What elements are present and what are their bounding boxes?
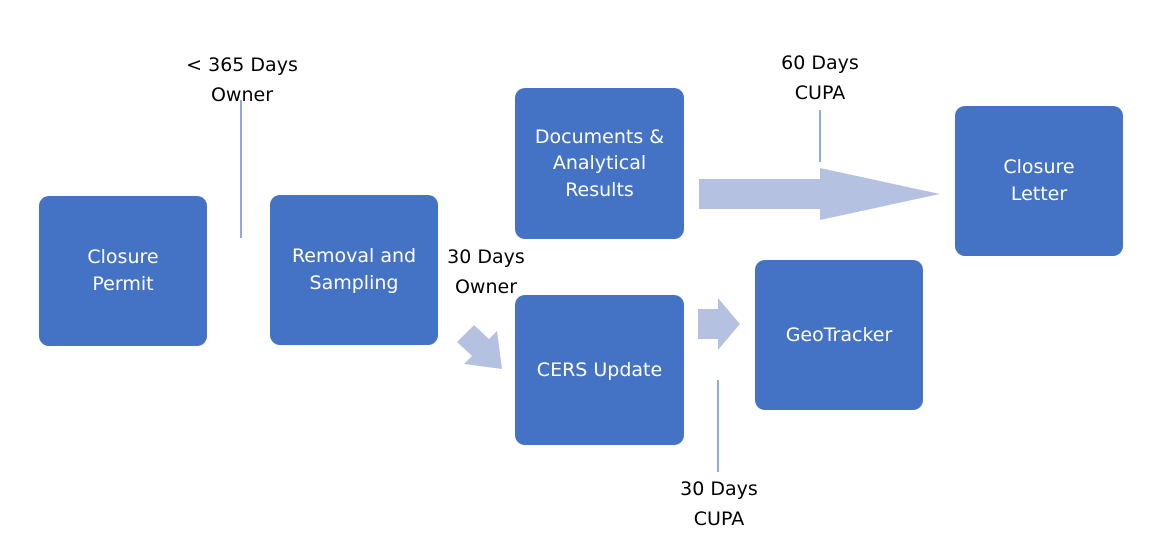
label-365-days-owner: < 365 Days Owner bbox=[172, 50, 312, 110]
label-60-days-cupa: 60 Days CUPA bbox=[760, 48, 880, 108]
label-30-days-cupa-line2: CUPA bbox=[693, 508, 745, 530]
removal-sampling-line2: Sampling bbox=[309, 272, 399, 294]
closure-permit-box: Closure Permit bbox=[39, 196, 207, 346]
arrow-cers-to-geotracker bbox=[698, 298, 740, 350]
documents-results-box: Documents & Analytical Results bbox=[515, 88, 684, 239]
geotracker-line1: GeoTracker bbox=[785, 323, 893, 346]
closure-permit-line2: Permit bbox=[92, 273, 154, 295]
geotracker-box: GeoTracker bbox=[755, 260, 923, 410]
cers-update-line1: CERS Update bbox=[536, 358, 663, 381]
removal-sampling-box: Removal and Sampling bbox=[270, 195, 438, 345]
label-30-days-cupa-line1: 30 Days bbox=[680, 478, 758, 500]
label-60-days-cupa-line1: 60 Days bbox=[781, 52, 859, 74]
label-60-days-cupa-line2: CUPA bbox=[794, 82, 846, 104]
label-365-days-owner-line2: Owner bbox=[210, 84, 274, 106]
arrow-documents-to-closure-letter bbox=[699, 168, 940, 220]
cers-update-box: CERS Update bbox=[515, 295, 684, 445]
label-30-days-cupa: 30 Days CUPA bbox=[659, 474, 779, 534]
documents-line2: Analytical bbox=[552, 152, 647, 175]
removal-sampling-line1: Removal and bbox=[291, 245, 417, 268]
closure-letter-box: Closure Letter bbox=[955, 106, 1123, 256]
label-365-days-owner-line1: < 365 Days bbox=[186, 54, 298, 76]
documents-line3: Results bbox=[565, 178, 634, 201]
closure-letter-line1: Closure bbox=[1003, 156, 1075, 179]
closure-permit-line1: Closure bbox=[87, 246, 159, 269]
arrow-removal-to-cers bbox=[457, 325, 502, 369]
label-30-days-owner-line2: Owner bbox=[454, 276, 518, 298]
label-30-days-owner: 30 Days Owner bbox=[426, 242, 546, 302]
closure-letter-line2: Letter bbox=[1010, 183, 1068, 205]
documents-line1: Documents & bbox=[534, 125, 665, 148]
label-30-days-owner-line1: 30 Days bbox=[447, 246, 525, 268]
